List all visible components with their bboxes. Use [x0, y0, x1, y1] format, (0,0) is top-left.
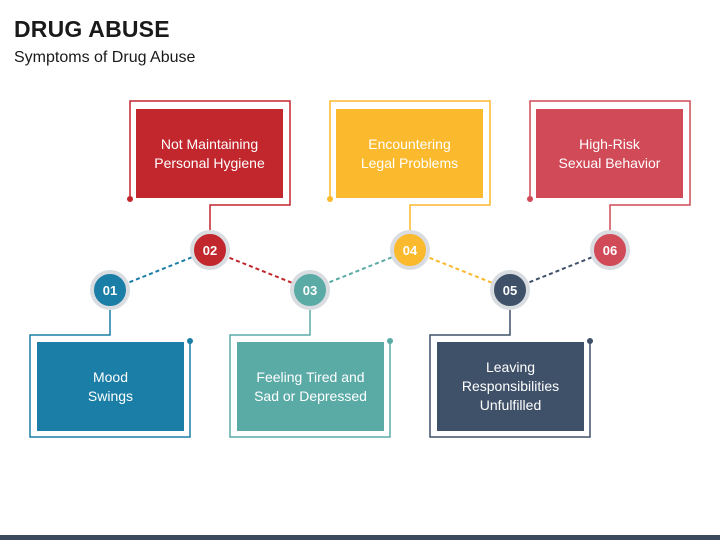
page-title: DRUG ABUSE — [14, 16, 170, 42]
callout-frame-05 — [429, 310, 593, 438]
step-text-03: Feeling Tired and Sad or Depressed — [254, 368, 367, 404]
step-text-06: High-Risk Sexual Behavior — [558, 135, 661, 171]
step-number-02: 02 — [202, 242, 218, 258]
step-node-01: 01 — [90, 270, 130, 310]
step-card-06: High-Risk Sexual Behavior — [536, 109, 683, 198]
page-subtitle: Symptoms of Drug Abuse — [14, 49, 196, 66]
step-card-03: Feeling Tired and Sad or Depressed — [237, 342, 384, 431]
step-text-02: Not Maintaining Personal Hygiene — [154, 135, 265, 171]
callout-frame-04 — [327, 100, 491, 230]
footer-bar — [0, 535, 720, 540]
step-number-01: 01 — [102, 282, 118, 298]
callout-frame-03 — [229, 310, 393, 438]
callout-frame-02 — [127, 100, 291, 230]
step-node-04: 04 — [390, 230, 430, 270]
step-node-06: 06 — [590, 230, 630, 270]
step-card-02: Not Maintaining Personal Hygiene — [136, 109, 283, 198]
step-number-04: 04 — [402, 242, 418, 258]
callout-frame-06 — [527, 100, 691, 230]
step-number-06: 06 — [602, 242, 618, 258]
step-node-02: 02 — [190, 230, 230, 270]
step-node-03: 03 — [290, 270, 330, 310]
step-card-04: Encountering Legal Problems — [336, 109, 483, 198]
step-card-05: Leaving Responsibilities Unfulfilled — [437, 342, 584, 431]
step-node-05: 05 — [490, 270, 530, 310]
step-text-01: Mood Swings — [87, 368, 134, 404]
step-number-05: 05 — [502, 282, 518, 298]
callout-frame-01 — [29, 310, 193, 438]
step-text-04: Encountering Legal Problems — [360, 135, 459, 171]
step-text-05: Leaving Responsibilities Unfulfilled — [461, 359, 560, 413]
step-card-01: Mood Swings — [37, 342, 184, 431]
step-number-03: 03 — [302, 282, 318, 298]
